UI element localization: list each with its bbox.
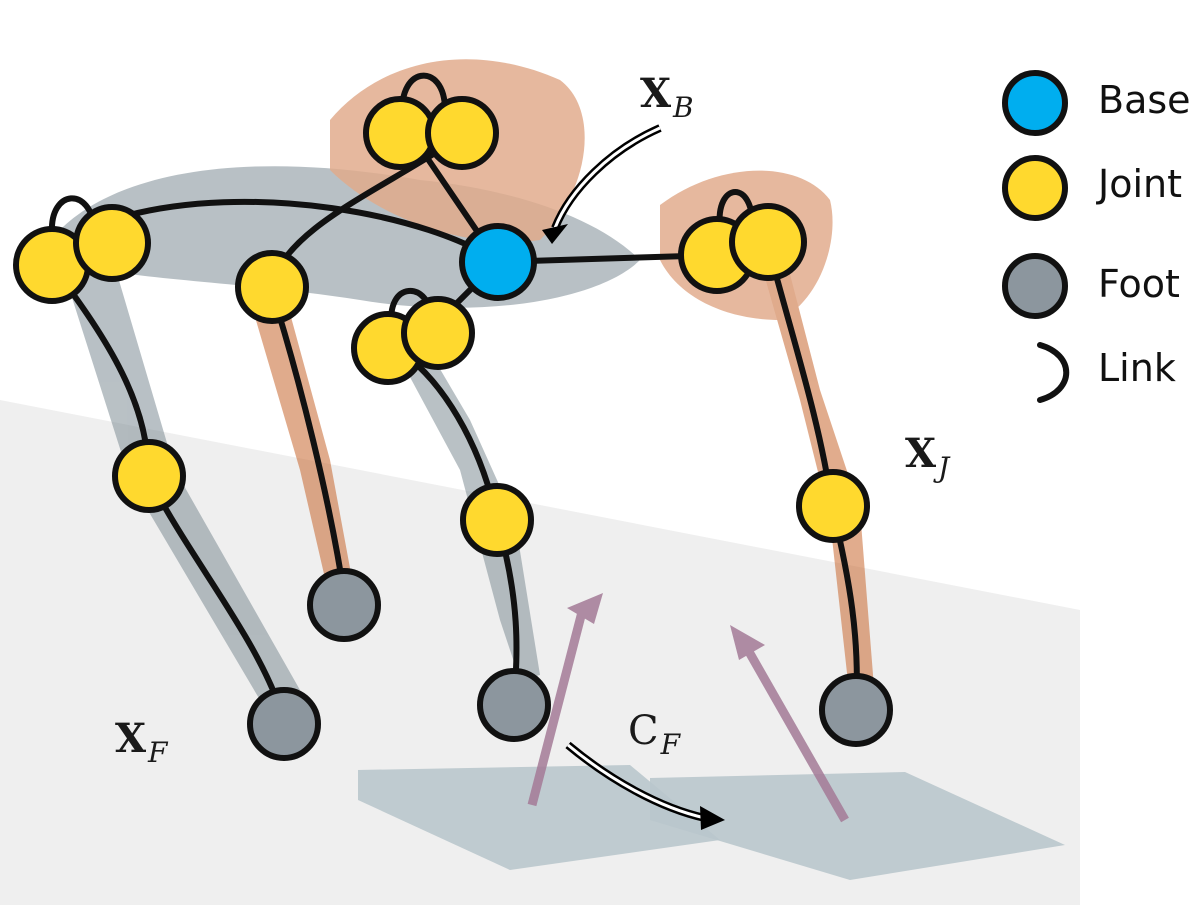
joint-node: [73, 204, 151, 282]
joint-nodes: [13, 96, 870, 557]
label-base-state-main: X: [640, 70, 672, 117]
legend-label-base: Base: [1098, 78, 1191, 122]
contact-force-arrows: [527, 593, 849, 823]
legend-label-foot: Foot: [1098, 262, 1180, 306]
legend-link-marker: [1037, 342, 1070, 403]
joint-node: [401, 296, 475, 370]
joint-node: [460, 483, 534, 557]
foot-node: [307, 568, 381, 642]
joint-node: [425, 96, 499, 170]
foot-node: [819, 673, 893, 747]
label-foot-state: XF: [115, 715, 167, 769]
joint-node: [729, 203, 807, 281]
label-joint-state: XJ: [905, 430, 949, 484]
legend-base-marker: [1002, 70, 1068, 136]
legend-joint-marker: [1002, 155, 1068, 221]
joint-node: [112, 439, 186, 513]
label-contact: CF: [628, 708, 680, 761]
label-contact-main: C: [628, 708, 659, 754]
label-contact-sub: F: [660, 728, 681, 761]
joint-node: [363, 96, 437, 170]
contact-plate-right: [650, 772, 1065, 880]
joint-node: [235, 250, 309, 324]
label-joint-state-main: X: [905, 430, 937, 477]
label-base-state: XB: [640, 70, 694, 124]
label-joint-state-sub: J: [938, 451, 950, 484]
legend-foot-marker: [1002, 253, 1068, 319]
base-node: [459, 223, 537, 301]
legend-markers: [1002, 70, 1070, 403]
label-base-state-sub: B: [673, 91, 694, 124]
link-front-right-leg: [267, 282, 348, 603]
annotation-arrows: [542, 124, 725, 830]
label-foot-state-main: X: [115, 715, 147, 762]
label-foot-state-sub: F: [148, 736, 168, 769]
joint-node: [796, 469, 870, 543]
legend-label-link: Link: [1098, 346, 1176, 390]
foot-node: [477, 668, 551, 742]
foot-node: [247, 687, 321, 761]
foot-nodes: [247, 568, 893, 761]
legend-label-joint: Joint: [1098, 162, 1182, 206]
